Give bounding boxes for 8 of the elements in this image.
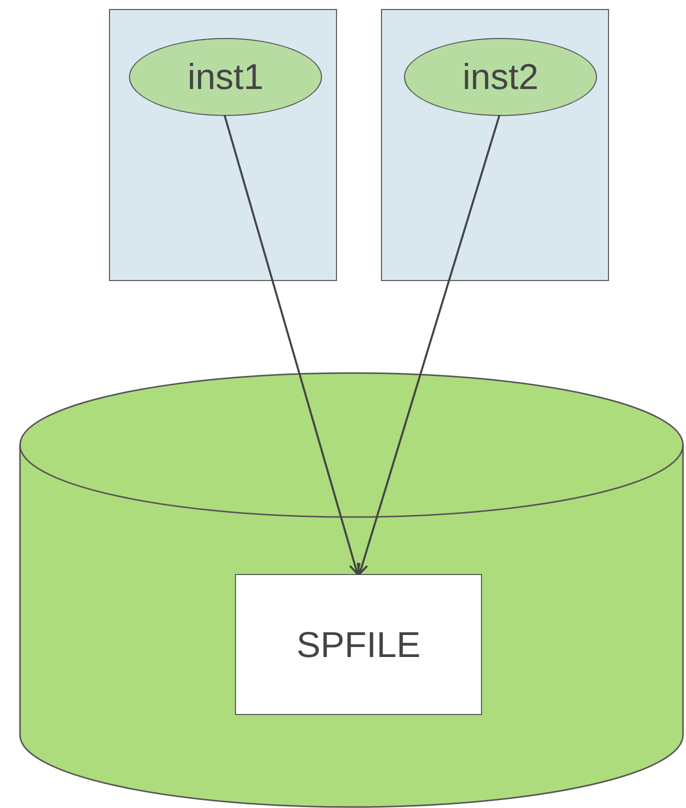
file-box [235, 574, 482, 715]
node-label: inst1 [187, 56, 264, 98]
arrow [356, 114, 500, 575]
node-label: inst2 [462, 56, 539, 98]
arrow [224, 114, 361, 575]
node-label: SPFILE [296, 624, 421, 666]
container-box [381, 9, 609, 281]
container-box [109, 9, 337, 281]
